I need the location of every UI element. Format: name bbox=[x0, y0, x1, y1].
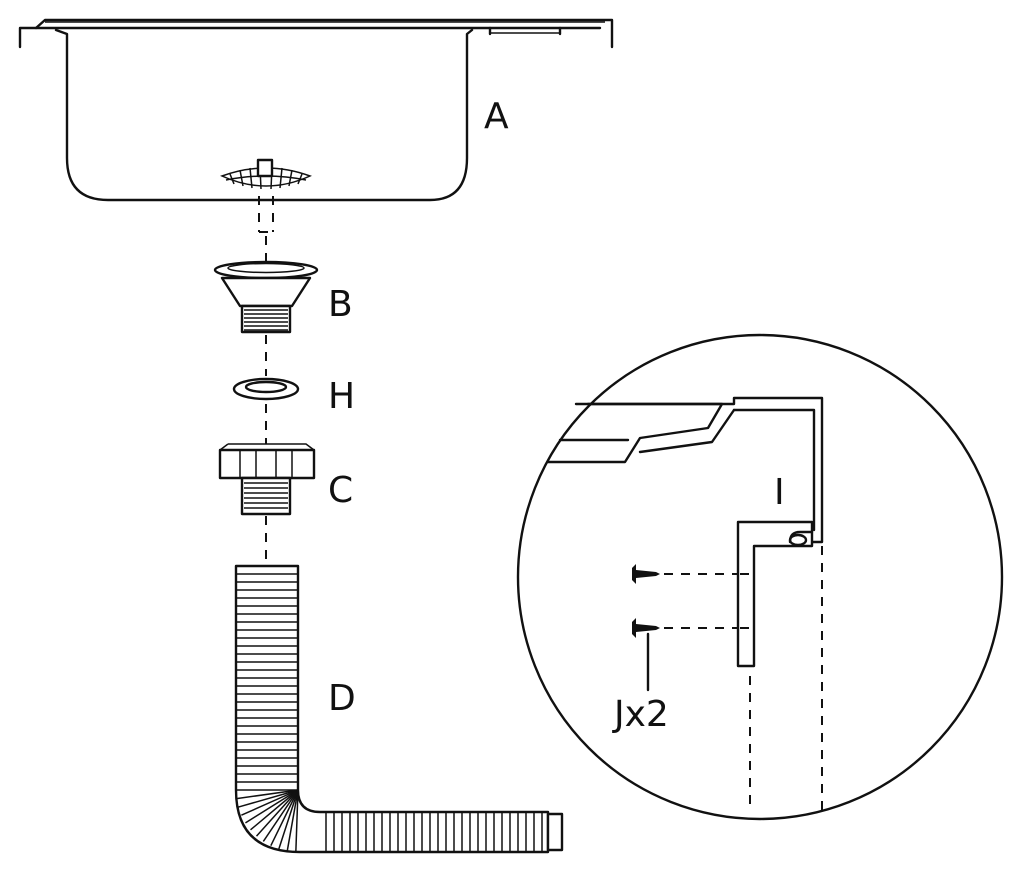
hose-rib bbox=[255, 789, 299, 837]
hose-rib bbox=[238, 789, 299, 808]
hose-rib bbox=[262, 789, 299, 842]
mounting-clip bbox=[736, 520, 814, 668]
hose-rib bbox=[278, 789, 299, 850]
hose-rib bbox=[245, 789, 299, 824]
label-washer: H bbox=[328, 376, 355, 417]
drain-basket bbox=[220, 158, 312, 233]
hose-rib bbox=[286, 789, 299, 852]
hose-rib bbox=[250, 789, 299, 831]
hose-rib bbox=[236, 789, 299, 800]
sink-bowl bbox=[18, 18, 614, 233]
hose-ribs bbox=[236, 573, 543, 852]
label-clip: I bbox=[774, 472, 785, 513]
label-sink: A bbox=[484, 96, 509, 137]
hose-rib bbox=[270, 789, 299, 847]
washer bbox=[232, 377, 300, 401]
hose-rib bbox=[241, 789, 299, 816]
hose-rib bbox=[295, 789, 299, 852]
label-hose: D bbox=[328, 678, 356, 719]
label-strainer: B bbox=[328, 284, 353, 325]
hose bbox=[234, 564, 564, 854]
detail-view bbox=[516, 333, 1004, 821]
screw-upper bbox=[632, 564, 738, 584]
nut bbox=[218, 443, 316, 516]
label-nut: C bbox=[328, 470, 353, 511]
label-screws: Jx2 bbox=[612, 694, 669, 735]
strainer-body bbox=[213, 260, 319, 334]
screw-lower bbox=[632, 618, 738, 638]
